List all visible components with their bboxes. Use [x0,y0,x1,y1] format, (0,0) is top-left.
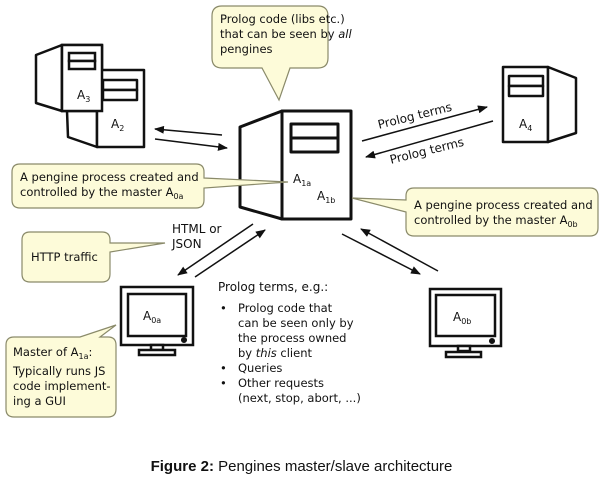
node-label-a1a-sub: 1a [301,179,312,188]
node-label-a3-sub: 3 [85,95,91,104]
client-messages: Prolog terms, e.g.: Prolog code that can… [218,280,361,406]
figure-caption-text: Pengines master/slave architecture [213,458,453,475]
callout-process-a0a-master: A [165,185,174,199]
callout-process-a0b-bubble [351,187,599,237]
node-label-a1b-base: A [317,189,326,203]
client-message-emphasis: this [255,346,277,360]
callout-process-a0a-line1: A pengine process created and [20,170,199,184]
client-message-item: Other requests (next, stop, abort, ...) [218,376,361,406]
callout-shared-code-line2: that can be seen by all [220,27,352,42]
node-label-a2: A2 [111,117,124,133]
arrow-central-to-a0a [177,223,254,276]
node-label-a2-sub: 2 [119,124,125,133]
callout-shared-code-line2-text: that can be seen by [220,27,339,41]
arrow-central-to-a0b [341,233,421,275]
callout-master: Master of A1a: Typically runs JS code im… [13,345,111,409]
callout-http: HTTP traffic [31,250,98,265]
callout-process-a0b-line1: A pengine process created and [414,198,593,212]
callout-master-line1-text: Master of [13,345,71,359]
client-message-item: Prolog code that can be seen only by the… [218,301,361,361]
arrow-central-to-a4 [361,105,488,142]
callout-process-a0b-master-sub: 0b [567,220,578,229]
server-a4-icon [501,65,578,144]
callout-master-line3: code implement- [13,379,111,393]
callout-process-a0a: A pengine process created and controlled… [20,170,199,204]
figure-caption: Figure 2: Pengines master/slave architec… [0,458,603,475]
callout-master-node-sub: 1a [78,352,89,361]
callout-master-bubble [5,324,117,418]
edge-label-json: JSON [172,237,202,251]
callout-process-a0b-master: A [559,213,568,227]
client-a0b-monitor-icon [428,287,503,359]
node-label-a3-base: A [77,88,86,102]
callout-shared-code-line1: Prolog code (libs etc.) [220,12,345,26]
callout-process-a0a-master-sub: 0a [173,192,184,201]
node-label-a2-base: A [111,117,120,131]
client-message-item: Queries [218,361,361,376]
client-message-item-line: by this client [238,346,361,361]
callout-process-a0a-line2-text: controlled by the master [20,185,166,199]
arrow-a2-to-central [154,138,228,151]
callout-process-a0a-bubble [11,163,289,209]
node-label-a0b-base: A [453,310,462,324]
client-message-text: client [276,346,312,360]
callout-shared-code-line3: pengines [220,42,273,56]
callout-master-line1: Master of A1a: [13,345,111,364]
callout-shared-code-emphasis: all [338,27,352,41]
callout-master-colon: : [88,345,93,359]
client-message-item-line: Prolog code that [238,301,333,315]
callout-process-a0a-line2: controlled by the master A0a [20,185,199,204]
edge-label-html-or: HTML or [172,222,222,236]
node-label-a4: A4 [519,117,532,133]
node-label-a1b-sub: 1b [325,196,336,205]
callout-master-line4: ing a GUI [13,394,66,408]
arrow-a0b-to-central [360,228,439,272]
callout-process-a0b-line2-text: controlled by the master [414,213,560,227]
callout-master-line2: Typically runs JS [13,364,106,378]
node-label-a1a-base: A [293,172,302,186]
arrow-central-to-a2 [154,125,223,136]
node-label-a4-sub: 4 [527,124,533,133]
callout-process-a0b-line2: controlled by the master A0b [414,213,593,232]
server-a2-icon [65,68,146,149]
callout-master-node: A [70,345,79,359]
arrow-a0a-to-central [194,229,266,278]
node-label-a4-base: A [519,117,528,131]
client-message-item-line: (next, stop, abort, ...) [238,391,361,405]
client-message-item-line: Other requests [238,376,325,390]
node-label-a0a-base: A [143,309,152,323]
server-a3-front [60,43,104,113]
callout-shared-code: Prolog code (libs etc.) that can be seen… [220,12,352,57]
node-label-a3: A3 [77,88,90,104]
node-label-a0b: A0b [453,310,471,326]
node-label-a1a: A1a [293,172,311,188]
callout-process-a0b: A pengine process created and controlled… [414,198,593,232]
client-messages-list: Prolog code that can be seen only by the… [218,301,361,406]
node-label-a0b-sub: 0b [461,317,472,326]
client-a0a-monitor-icon [119,285,195,357]
client-messages-heading: Prolog terms, e.g.: [218,280,329,294]
central-server-icon [238,109,353,221]
node-label-a1b: A1b [317,189,335,205]
callout-shared-code-bubble [211,5,329,102]
arrow-a4-to-central [365,120,494,159]
node-label-a0a: A0a [143,309,161,325]
callout-http-bubble [21,231,166,283]
client-message-item-line: Queries [238,361,283,375]
callout-http-text: HTTP traffic [31,250,98,264]
figure-caption-label: Figure 2: [150,458,214,475]
client-message-text: by [238,346,256,360]
client-message-item-line: the process owned [238,331,347,345]
node-label-a0a-sub: 0a [151,316,162,325]
client-message-item-line: can be seen only by [238,316,354,330]
